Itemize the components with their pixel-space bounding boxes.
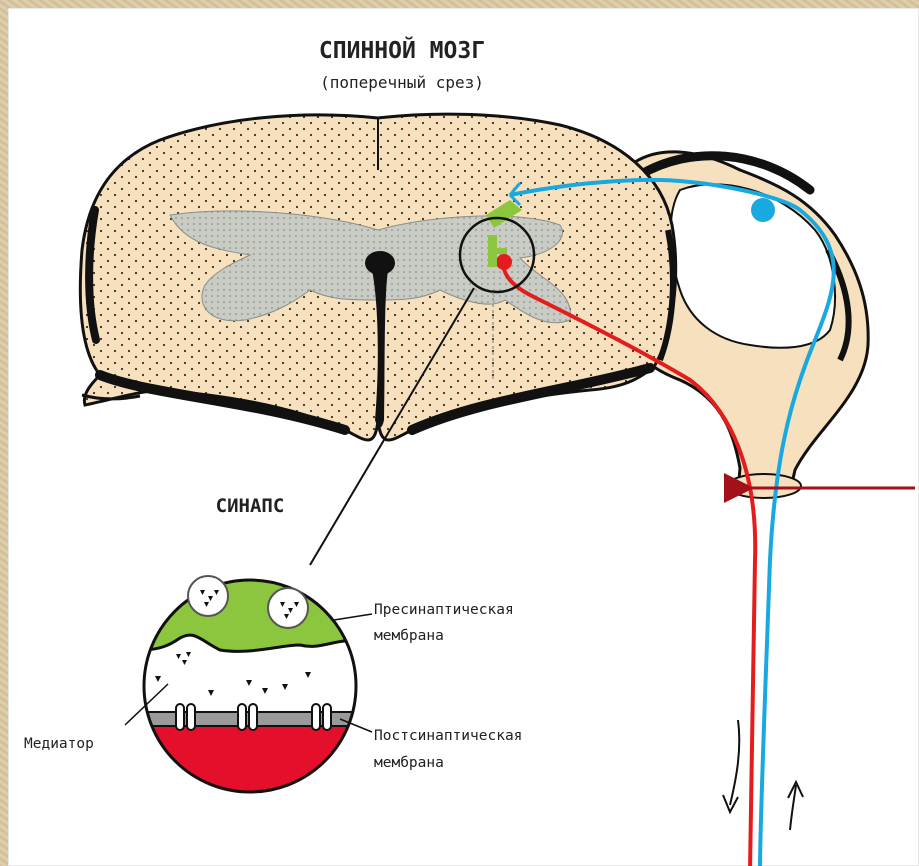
presynaptic-label-line1: Пресинаптическая bbox=[374, 602, 514, 618]
synapse-detail bbox=[140, 575, 360, 806]
motor-cell-body bbox=[496, 254, 512, 270]
diagram-subtitle: (поперечный срез) bbox=[320, 73, 484, 92]
mediator-label: Медиатор bbox=[24, 736, 94, 752]
diagram-title: СПИННОЙ МОЗГ bbox=[319, 36, 485, 64]
synapse-title: СИНАПС bbox=[216, 495, 285, 517]
postsynaptic-label-line2: мембрана bbox=[374, 755, 444, 771]
spinal-cord-section bbox=[80, 114, 675, 440]
presynaptic-label-line2: мембрана bbox=[374, 628, 444, 644]
ganglion-cell-body bbox=[751, 198, 775, 222]
postsynaptic-label-line1: Постсинаптическая bbox=[374, 728, 522, 744]
